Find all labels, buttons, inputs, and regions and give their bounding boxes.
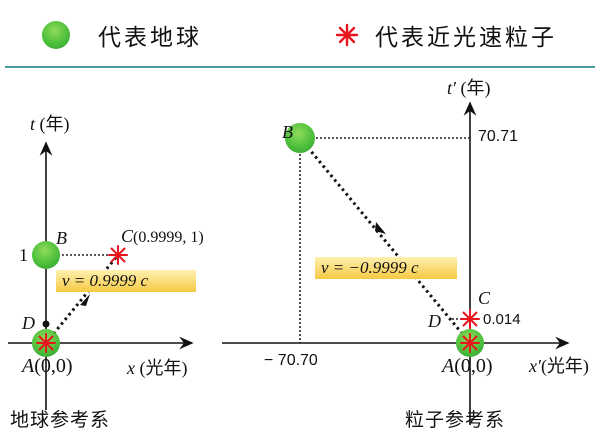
- particle-legend-label: 代表近光速粒子: [375, 25, 557, 51]
- left-point-A-label: A(0,0): [22, 355, 73, 378]
- right-point-B-label: B: [282, 122, 293, 142]
- particle-legend-icon: [334, 22, 360, 48]
- left-t-tick-1: 1: [19, 245, 28, 265]
- right-x-unit: (光年): [540, 356, 589, 376]
- right-frame-caption: 粒子参考系: [405, 409, 506, 431]
- left-point-A-coords: (0,0): [34, 355, 73, 377]
- left-x-axis-label: x (光年): [127, 354, 188, 380]
- right-t-tick-70-71: 70.71: [478, 128, 519, 145]
- left-x-symbol: x: [127, 358, 135, 378]
- earth-at-B-left: [32, 241, 60, 269]
- left-point-D-label: D: [22, 313, 35, 333]
- earth-legend-label: 代表地球: [98, 25, 202, 51]
- left-velocity-label: v = 0.9999 c: [56, 270, 196, 292]
- right-point-D-label: D: [428, 311, 441, 331]
- right-t-axis-label: t′ (年): [447, 74, 490, 100]
- left-point-A-letter: A: [22, 355, 35, 377]
- right-x-symbol: x′: [529, 356, 541, 376]
- right-c-tick-0-014: 0.014: [483, 311, 521, 328]
- left-frame-caption: 地球参考系: [10, 409, 111, 431]
- left-point-C-label: C(0.9999, 1): [121, 226, 204, 247]
- left-t-symbol: t: [30, 114, 36, 134]
- right-point-C-label: C: [478, 288, 491, 308]
- left-t-unit: (年): [39, 114, 70, 134]
- right-t-unit: (年): [460, 78, 491, 98]
- left-t-axis-label: t (年): [30, 110, 70, 136]
- left-x-unit: (光年): [139, 358, 188, 378]
- right-t-symbol: t′: [447, 78, 456, 98]
- right-velocity-label: v = −0.9999 c: [315, 257, 457, 279]
- right-x-axis-label: x′(光年): [529, 352, 589, 378]
- left-point-C-coords: (0.9999, 1): [133, 229, 204, 246]
- right-x-tick-minus-70-70: − 70.70: [264, 352, 318, 369]
- right-point-A-letter: A: [442, 355, 455, 377]
- earth-at-B-right: [285, 123, 315, 153]
- legend-divider: [5, 66, 595, 68]
- right-point-A-label: A(0,0): [442, 355, 493, 378]
- earth-legend-icon: [42, 21, 70, 49]
- left-point-C-letter: C: [121, 226, 134, 246]
- left-point-B-label: B: [56, 228, 67, 248]
- right-point-A-coords: (0,0): [454, 355, 493, 377]
